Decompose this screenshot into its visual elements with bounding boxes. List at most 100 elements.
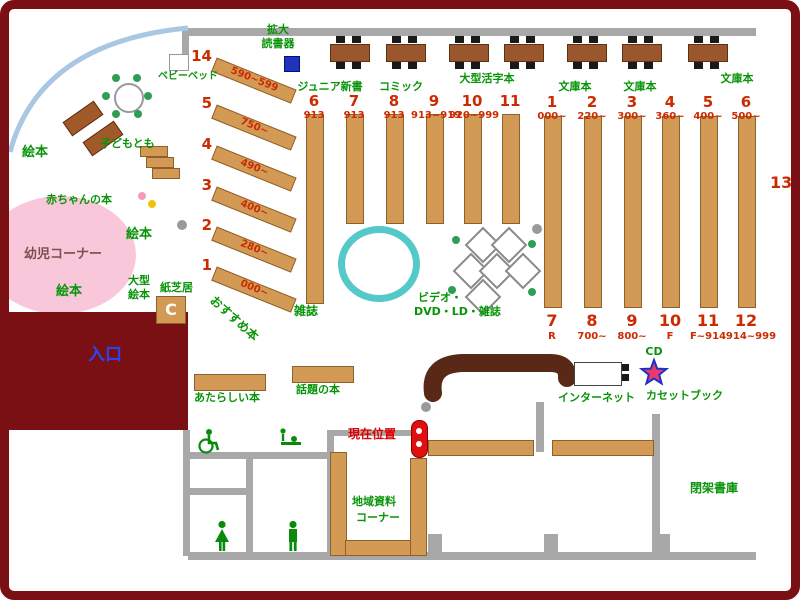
diag-shelf-num: 14 bbox=[191, 47, 212, 65]
chair bbox=[628, 62, 637, 69]
stool bbox=[134, 110, 142, 118]
stack-num: 9 bbox=[428, 92, 440, 110]
av-label-line1: ビデオ・ bbox=[418, 291, 462, 304]
picture-books-label-mid: 絵本 bbox=[126, 227, 153, 242]
chair bbox=[644, 62, 653, 69]
chair bbox=[621, 374, 629, 381]
stack-num: 4 bbox=[664, 93, 676, 111]
chair bbox=[471, 36, 480, 43]
stack-num-bottom: 8 bbox=[586, 311, 598, 330]
local-corner-line2: コーナー bbox=[356, 511, 400, 524]
stack-shelf bbox=[738, 116, 756, 308]
stack-range-bottom: 914~999 bbox=[725, 331, 777, 342]
topic-books-label: 話題の本 bbox=[296, 383, 340, 396]
stack-shelf bbox=[502, 114, 520, 224]
chair bbox=[644, 36, 653, 43]
wall bbox=[334, 430, 412, 436]
reading-table bbox=[449, 44, 489, 62]
topic-books-shelf bbox=[292, 366, 354, 383]
browsing-seat bbox=[338, 226, 420, 302]
stack-num: 7 bbox=[348, 92, 360, 110]
chair bbox=[694, 36, 703, 43]
large-picture-books-line1: 大型 bbox=[128, 274, 150, 287]
section-bunko-b: 文庫本 bbox=[623, 80, 657, 93]
stack-shelf bbox=[662, 116, 680, 308]
pillar bbox=[177, 220, 187, 230]
chair bbox=[392, 62, 401, 69]
stack-range: 000~ bbox=[537, 111, 567, 122]
wall bbox=[536, 402, 544, 452]
stack-shelf bbox=[624, 116, 642, 308]
c-mark: C bbox=[165, 300, 177, 319]
kodomotomo-label: 子どもとも bbox=[100, 137, 155, 150]
stack-shelf bbox=[306, 114, 324, 304]
stack-range-bottom: 800~ bbox=[617, 331, 647, 342]
local-corner-line1: 地域資料 bbox=[352, 495, 396, 508]
reading-table bbox=[386, 44, 426, 62]
diag-shelf-range: 280~ bbox=[238, 238, 270, 260]
chair bbox=[526, 36, 535, 43]
stack-num: 5 bbox=[702, 93, 714, 111]
baby-change-icon bbox=[280, 428, 301, 445]
local-shelf bbox=[410, 458, 427, 556]
chair bbox=[573, 62, 582, 69]
stack-shelf bbox=[584, 116, 602, 308]
diag-shelf: 750~ bbox=[211, 104, 297, 151]
service-counter bbox=[423, 354, 577, 402]
stack-range: 220~ bbox=[577, 111, 607, 122]
diag-shelf-range: 400~ bbox=[238, 198, 270, 220]
diag-shelf: 490~ bbox=[211, 145, 297, 192]
section-bunko-c: 文庫本 bbox=[720, 72, 754, 85]
stack-range: 913 bbox=[383, 110, 405, 121]
section-large-print: 大型活字本 bbox=[459, 72, 515, 85]
stack-num: 3 bbox=[626, 93, 638, 111]
step-shelf bbox=[152, 168, 180, 179]
stack-num-bottom: 11 bbox=[696, 311, 720, 330]
entrance-label: 入口 bbox=[88, 345, 122, 365]
wall bbox=[188, 552, 756, 560]
wheelchair-icon bbox=[198, 429, 220, 454]
internet-label: インターネット bbox=[558, 391, 635, 404]
chair bbox=[471, 62, 480, 69]
cd-star-icon bbox=[638, 357, 670, 386]
woman-icon bbox=[215, 520, 229, 551]
baby-bed-label: ベビーベッド bbox=[158, 71, 218, 82]
marker-dot bbox=[416, 428, 422, 434]
cushion bbox=[138, 192, 146, 200]
cushion bbox=[148, 200, 156, 208]
stool bbox=[133, 74, 141, 82]
stack-range-bottom: R bbox=[548, 331, 556, 342]
magnifier-label-line1: 拡大 bbox=[267, 23, 289, 36]
toddler-corner-label: 幼児コーナー bbox=[24, 247, 103, 262]
stack-shelf bbox=[544, 116, 562, 308]
section-bunko-a: 文庫本 bbox=[558, 80, 592, 93]
reading-table bbox=[330, 44, 370, 62]
chair bbox=[510, 62, 519, 69]
kamishibai-stand: C bbox=[156, 296, 186, 324]
stack-num-bottom: 9 bbox=[626, 311, 638, 330]
current-location-marker bbox=[411, 420, 428, 458]
diag-shelf-range: 000~ bbox=[238, 278, 270, 300]
stack-num: 10 bbox=[461, 92, 483, 110]
diag-shelf-num: 1 bbox=[201, 256, 212, 274]
stack-range: 913 bbox=[303, 110, 325, 121]
stool bbox=[452, 236, 460, 244]
chair bbox=[455, 36, 464, 43]
reading-table bbox=[504, 44, 544, 62]
reading-table bbox=[567, 44, 607, 62]
chair bbox=[628, 36, 637, 43]
chair bbox=[694, 62, 703, 69]
stack-range-bottom: F bbox=[666, 331, 674, 342]
baby-books-label: 赤ちゃんの本 bbox=[46, 193, 112, 206]
diag-shelf-range: 590~599 bbox=[228, 65, 280, 95]
stool bbox=[102, 92, 110, 100]
kamishibai-label: 紙芝居 bbox=[160, 281, 193, 294]
entrance-block bbox=[6, 312, 188, 430]
section-comic: コミック bbox=[379, 80, 423, 93]
magnifier-marker bbox=[284, 56, 300, 72]
wall bbox=[183, 452, 334, 459]
wall-post bbox=[544, 534, 558, 554]
chair bbox=[526, 62, 535, 69]
new-books-shelf bbox=[194, 374, 266, 391]
kids-round-table bbox=[114, 83, 144, 113]
